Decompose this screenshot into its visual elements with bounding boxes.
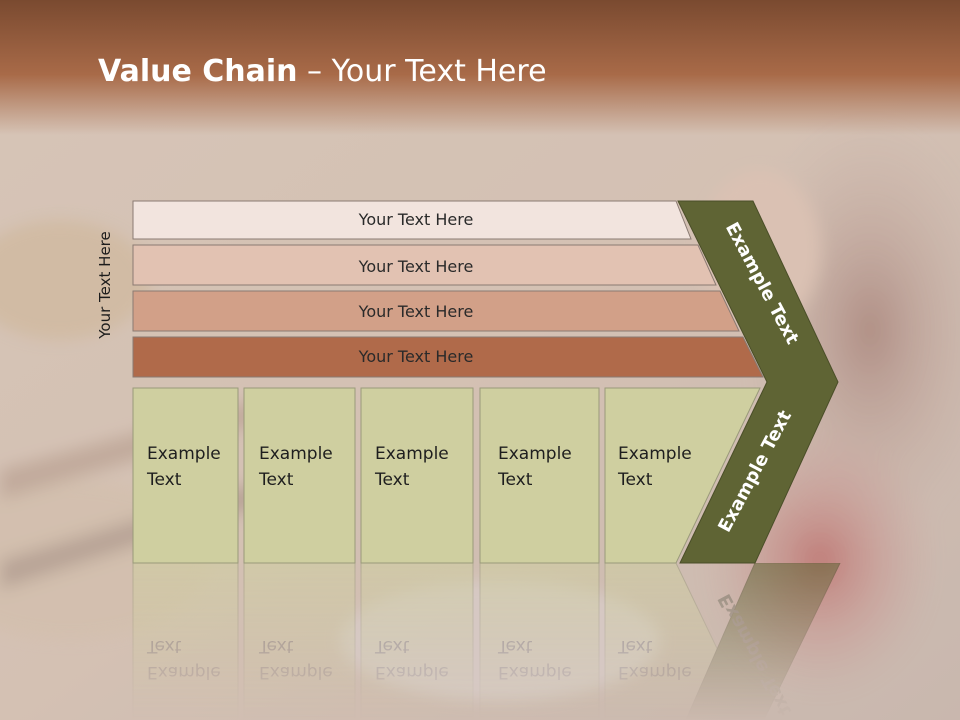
bar-1-label: Your Text Here: [358, 210, 474, 229]
box-5-line2: Text: [617, 470, 653, 490]
bar-1[interactable]: Your Text Here: [132, 200, 692, 240]
bar-3-label: Your Text Here: [358, 302, 474, 321]
diagram-reflection: Example Text Example Text Example Text E…: [132, 562, 841, 720]
bar-1-shape: [132, 200, 692, 240]
slide-title[interactable]: Value Chain – Your Text Here: [98, 54, 547, 89]
bar-4-label: Your Text Here: [358, 347, 474, 366]
box-1-line1: Example: [147, 444, 221, 464]
reflection-box-1-line2: Text: [146, 636, 182, 656]
bar-2[interactable]: Your Text Here: [132, 244, 717, 286]
reflection-box-5-line2: Text: [617, 636, 653, 656]
box-4[interactable]: Example Text: [479, 387, 600, 564]
box-5[interactable]: Example Text: [604, 387, 761, 564]
box-4-line2: Text: [497, 470, 533, 490]
title-rest: – Your Text Here: [297, 54, 547, 89]
reflection-box-3-line1: Example: [375, 662, 449, 682]
box-1-line2: Text: [146, 470, 182, 490]
bar-2-label: Your Text Here: [358, 257, 474, 276]
box-3-line2: Text: [374, 470, 410, 490]
bar-3[interactable]: Your Text Here: [132, 290, 740, 332]
reflection-box-2-line1: Example: [259, 662, 333, 682]
reflection-box-4-line1: Example: [498, 662, 572, 682]
box-1[interactable]: Example Text: [132, 387, 239, 564]
box-3-line1: Example: [375, 444, 449, 464]
reflection-box-2-line2: Text: [258, 636, 294, 656]
box-4-shape: [479, 387, 600, 564]
box-2-line2: Text: [258, 470, 294, 490]
box-2-shape: [243, 387, 356, 564]
reflection-box-4-line2: Text: [497, 636, 533, 656]
box-2-line1: Example: [259, 444, 333, 464]
box-4-line1: Example: [498, 444, 572, 464]
title-bar: [0, 0, 960, 135]
bar-3-shape: [132, 290, 740, 332]
bar-4[interactable]: Your Text Here: [132, 336, 764, 378]
reflection-box-5-line1: Example: [618, 662, 692, 682]
box-5-line1: Example: [618, 444, 692, 464]
box-1-shape: [132, 387, 239, 564]
reflection-box-3-line2: Text: [374, 636, 410, 656]
box-3[interactable]: Example Text: [360, 387, 474, 564]
box-2[interactable]: Example Text: [243, 387, 356, 564]
bar-2-shape: [132, 244, 717, 286]
reflection-box-1-line1: Example: [147, 662, 221, 682]
bar-4-shape: [132, 336, 764, 378]
title-bold: Value Chain: [98, 54, 298, 89]
